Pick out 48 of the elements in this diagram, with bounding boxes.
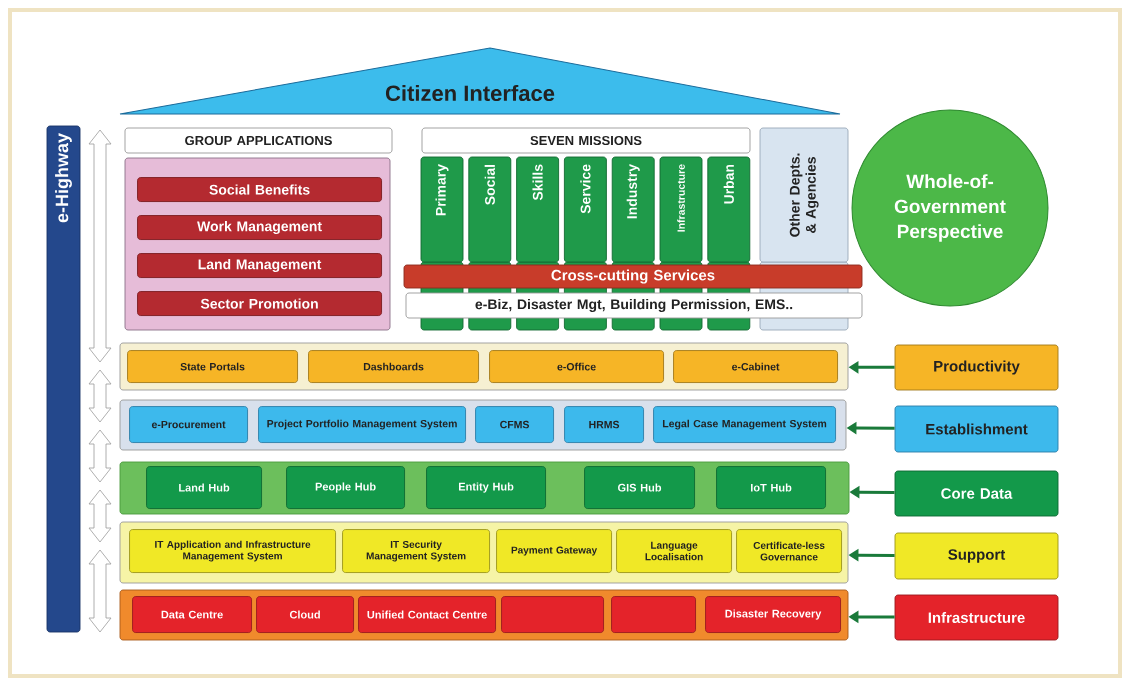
component-box: Dashboards [308,350,479,383]
component-box: Cloud [256,596,354,633]
layer-label: Support [894,532,1059,580]
component-box: State Portals [127,350,298,383]
application-box: Land Management [137,253,382,278]
component-box: People Hub [286,466,405,509]
layer-label: Infrastructure [894,594,1059,641]
header-box: SEVEN MISSIONS [421,127,751,154]
component-box: e-Office [489,350,664,383]
service-bar: e-Biz, Disaster Mgt, Building Permission, EMS.. [405,292,863,319]
component-box: Payment Gateway [496,529,612,573]
application-box: Social Benefits [137,177,382,202]
mission-column: Skills [516,156,560,263]
header-box: GROUP APPLICATIONS [124,127,393,154]
mission-column: Infrastructure [659,156,703,263]
component-box [611,596,696,633]
service-bar: Cross-cutting Services [403,264,863,289]
component-box: e-Cabinet [673,350,838,383]
component-box [501,596,604,633]
component-box: GIS Hub [584,466,695,509]
component-box: Project Portfolio Management System [258,406,466,443]
component-box: Entity Hub [426,466,546,509]
component-box: CFMS [475,406,554,443]
layer-label: Productivity [894,344,1059,391]
mission-column: Social [468,156,512,263]
department-box: Other Depts. & Agencies [759,127,849,263]
component-box: Land Hub [146,466,262,509]
component-box: HRMS [564,406,644,443]
component-box: Legal Case Management System [653,406,836,443]
roof-triangle: Citizen Interface [119,47,841,115]
component-box: Certificate-less Governance [736,529,842,573]
component-box: Language Localisation [616,529,732,573]
application-box: Work Management [137,215,382,240]
application-box: Sector Promotion [137,291,382,316]
component-box: Unified Contact Centre [358,596,496,633]
mission-column: Primary [420,156,464,263]
layer-label: Establishment [894,405,1059,453]
component-box: Disaster Recovery [705,596,841,633]
component-box: Data Centre [132,596,252,633]
component-box: IT Application and Infrastructure Management System [129,529,336,573]
mission-column: Urban [707,156,751,263]
highway-bar: e-Highway [46,125,81,633]
component-box: IoT Hub [716,466,826,509]
component-box: e-Procurement [129,406,248,443]
mission-column: Industry [611,156,655,263]
layer-label: Core Data [894,470,1059,517]
component-box: IT Security Management System [342,529,490,573]
mission-column: Service [563,156,607,263]
